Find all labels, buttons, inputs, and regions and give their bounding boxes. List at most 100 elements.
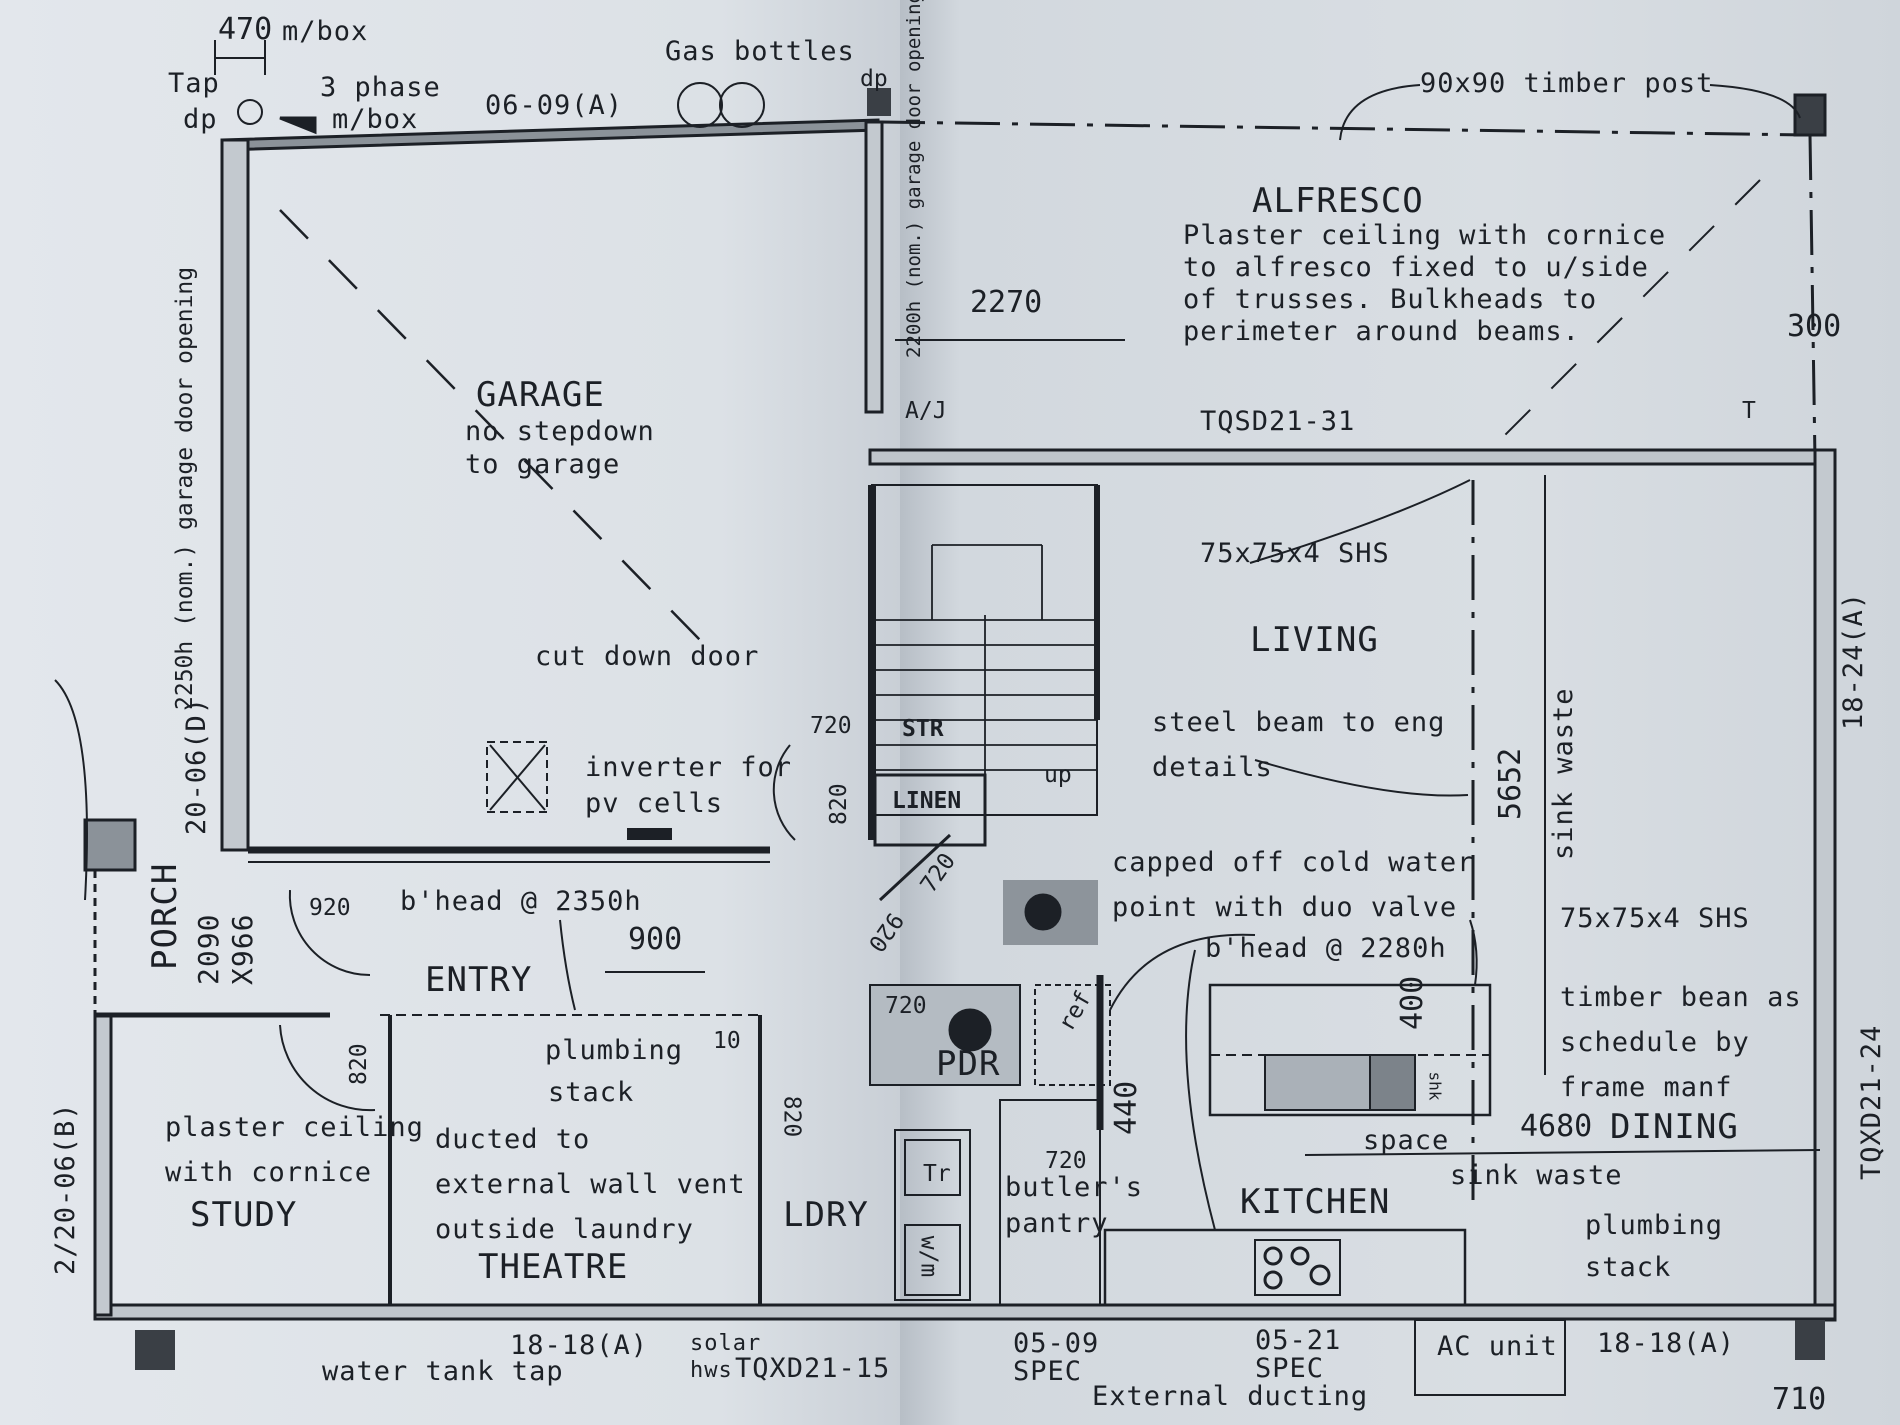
alfresco-beam-line bbox=[879, 120, 1811, 137]
laundry-tub bbox=[904, 1139, 961, 1196]
living-top-wall bbox=[868, 448, 1817, 466]
code-tqxd21-15: TQXD21-15 bbox=[735, 1353, 891, 1384]
right-wall bbox=[1813, 448, 1837, 1322]
note-sink-waste-horizontal: sink waste bbox=[1450, 1160, 1623, 1191]
butlers-pantry bbox=[999, 1099, 1101, 1306]
dim-920: 920 bbox=[309, 895, 351, 921]
dim-820-a: 820 bbox=[826, 783, 852, 825]
room-label-dining: DINING bbox=[1610, 1107, 1739, 1147]
code-tqsd21-31: TQSD21-31 bbox=[1200, 406, 1356, 437]
dim-mbox: m/box bbox=[282, 16, 369, 47]
room-label-linen: LINEN bbox=[892, 788, 962, 814]
pdr bbox=[869, 984, 1021, 1086]
code-18-18a-right: 18-18(A) bbox=[1597, 1328, 1736, 1359]
room-label-stair: STR bbox=[902, 716, 944, 742]
room-label-pdr: PDR bbox=[936, 1044, 1001, 1084]
room-label-study: STUDY bbox=[190, 1195, 298, 1235]
porch-column bbox=[83, 818, 137, 872]
study-left-wall bbox=[93, 1013, 113, 1317]
dim-470: 470 bbox=[218, 12, 273, 47]
garage-door-swing bbox=[279, 209, 701, 641]
dim-5652: 5652 bbox=[1493, 747, 1528, 820]
code-tqxd21-24: TQXD21-24 bbox=[1856, 1024, 1887, 1180]
dim-2270: 2270 bbox=[970, 285, 1043, 320]
note-bulkhead-2350: b'head @ 2350h bbox=[400, 886, 642, 917]
dim-820-c: 820 bbox=[778, 1095, 805, 1138]
dim-10: 10 bbox=[713, 1028, 741, 1054]
dim-300: 300 bbox=[1787, 309, 1842, 344]
code-2-20-06b: 2/20-06(B) bbox=[50, 1102, 81, 1275]
plan-sheet-right bbox=[900, 0, 1900, 1425]
ldry bbox=[894, 1129, 971, 1301]
note-shs-top: 75x75x4 SHS bbox=[1200, 538, 1390, 569]
dim-4680: 4680 bbox=[1520, 1109, 1593, 1144]
note-gas-bottles: Gas bottles bbox=[665, 36, 855, 67]
gas-bottle bbox=[677, 82, 723, 128]
dim-710: 710 bbox=[1772, 1382, 1827, 1417]
dim-900: 900 bbox=[628, 922, 683, 957]
room-label-kitchen: KITCHEN bbox=[1240, 1182, 1391, 1222]
note-external-ducting: External ducting bbox=[1092, 1381, 1369, 1412]
code-20-06d: 20-06(D) bbox=[181, 696, 212, 835]
room-label-garage: GARAGE bbox=[476, 375, 605, 415]
note-cut-down-door: cut down door bbox=[535, 641, 760, 672]
bottom-wall bbox=[93, 1303, 1837, 1321]
toilet bbox=[948, 1008, 992, 1052]
inverter bbox=[486, 741, 548, 813]
sink bbox=[1264, 1054, 1376, 1111]
note-ac-unit: AC unit bbox=[1437, 1331, 1558, 1362]
fridge bbox=[1034, 984, 1111, 1086]
dim-720-c: 720 bbox=[885, 993, 927, 1019]
garage-left-wall bbox=[220, 138, 250, 852]
code-shk: shk bbox=[1425, 1071, 1445, 1101]
garage-right-wall bbox=[864, 120, 884, 414]
note-sink-waste-vertical: sink waste bbox=[1548, 687, 1579, 860]
note-shs-bottom: 75x75x4 SHS bbox=[1560, 903, 1750, 934]
code-aj-garage: A/J bbox=[905, 398, 947, 424]
code-wm: w/m bbox=[915, 1235, 942, 1278]
kitchen-island bbox=[1208, 983, 1492, 1117]
note-garage-door-left: 2250h (nom.) garage door opening bbox=[172, 266, 198, 710]
room-label-theatre: THEATRE bbox=[478, 1247, 629, 1287]
plan-sheet-left bbox=[0, 0, 900, 1425]
timber-post bbox=[1793, 93, 1827, 137]
code-t: T bbox=[1742, 398, 1756, 424]
note-water-tank-tap: water tank tap bbox=[322, 1356, 564, 1387]
note-bulkhead-2280: b'head @ 2280h bbox=[1205, 933, 1447, 964]
dim-440: 440 bbox=[1109, 1080, 1144, 1135]
room-label-ldry: LDRY bbox=[783, 1195, 869, 1235]
room-label-alfresco: ALFRESCO bbox=[1252, 181, 1424, 221]
dim-820-b: 820 bbox=[346, 1043, 372, 1085]
note-space: space bbox=[1363, 1125, 1450, 1156]
dim-720-d: 720 bbox=[1045, 1148, 1087, 1174]
dim-720-a: 720 bbox=[810, 713, 852, 739]
linen bbox=[873, 773, 987, 847]
room-label-entry: ENTRY bbox=[425, 960, 533, 1000]
note-timber-post: 90x90 timber post bbox=[1420, 68, 1714, 99]
room-label-living: LIVING bbox=[1250, 620, 1379, 660]
washing-machine bbox=[904, 1224, 961, 1296]
code-18-24a: 18-24(A) bbox=[1838, 591, 1869, 730]
cooktop bbox=[1254, 1239, 1341, 1296]
kitchen-bench bbox=[1103, 1228, 1467, 1307]
code-18-18a-left: 18-18(A) bbox=[510, 1330, 649, 1361]
note-garage-door-right: 2200h (nom.) garage door opening bbox=[903, 0, 925, 358]
room-label-porch: PORCH bbox=[145, 862, 185, 970]
